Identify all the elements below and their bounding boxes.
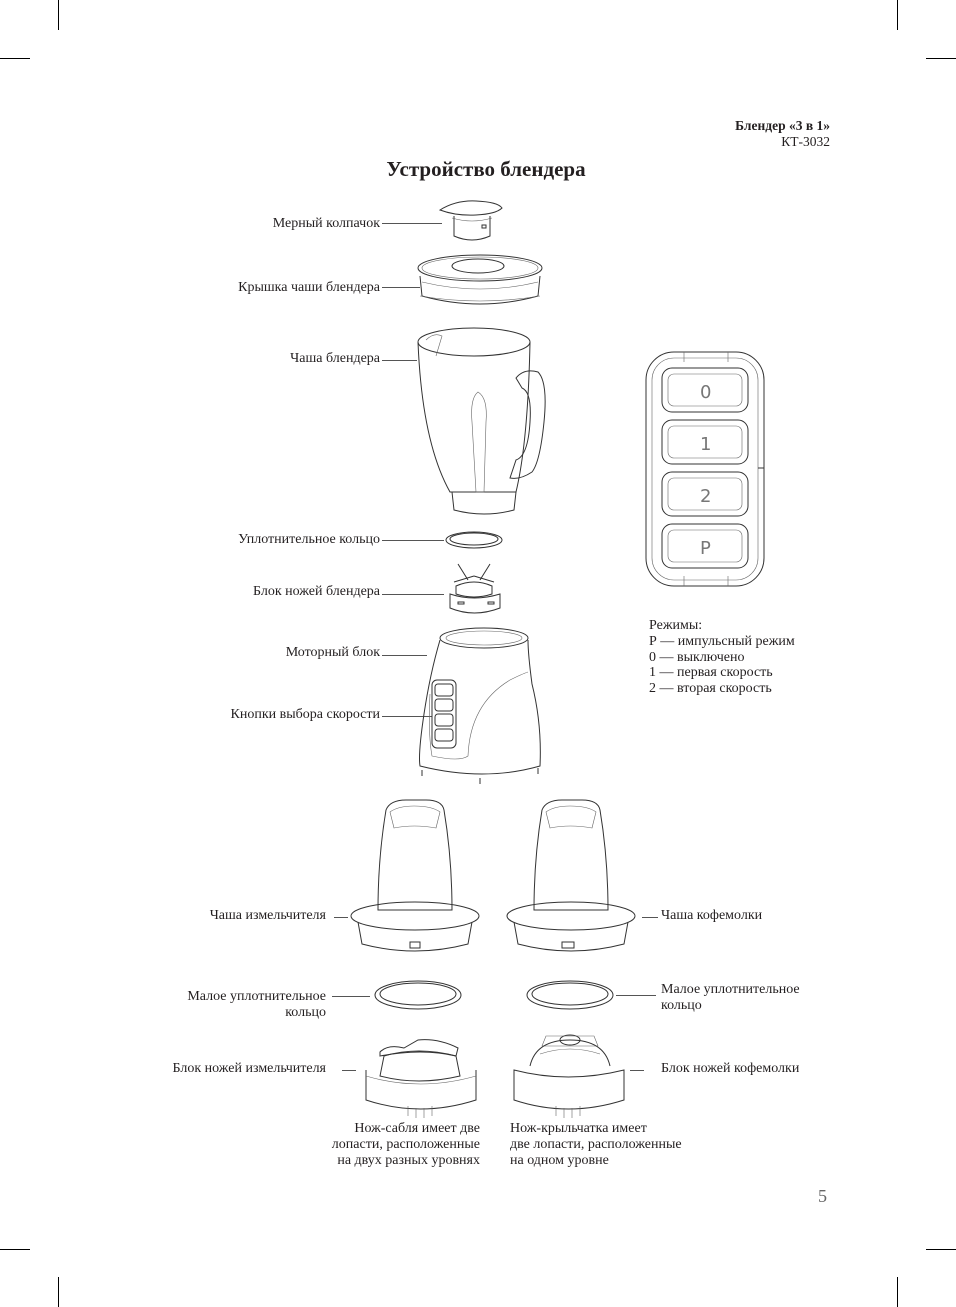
label-blade-unit: Блок ножей блендера <box>253 584 380 599</box>
blender-jar-icon <box>417 327 546 515</box>
button-0: 0 <box>661 367 749 413</box>
crop-mark-tl-h <box>0 58 30 59</box>
grinder-note: Нож-крыльчатка имеет две лопасти, распол… <box>510 1121 682 1168</box>
crop-mark-br-h <box>926 1249 956 1250</box>
label-measuring-cap: Мерный колпачок <box>272 216 380 231</box>
page-title: Устройство блендера <box>386 157 586 181</box>
crop-mark-br-v <box>897 1277 898 1307</box>
mode-item: Р — импульсный режим <box>649 633 795 649</box>
svg-text:2: 2 <box>700 486 711 507</box>
crop-mark-tr-v <box>897 0 898 30</box>
button-p: P <box>661 523 749 569</box>
mode-item: 1 — первая скорость <box>649 665 773 681</box>
control-panel-diagram: 0 1 2 P <box>645 351 765 587</box>
svg-text:0: 0 <box>700 382 711 403</box>
chopper-blade-unit-icon <box>365 1039 477 1118</box>
grinder-bowl-icon <box>506 799 636 952</box>
label-motor-base: Моторный блок <box>285 645 380 660</box>
label-grinder-ring: Малое уплотнительное кольцо <box>661 982 800 1013</box>
label-blender-jar: Чаша блендера <box>290 351 380 366</box>
grinder-blade-unit-icon <box>513 1034 625 1118</box>
modes-legend: Режимы: Р — импульсный режим 0 — выключе… <box>649 618 795 697</box>
chopper-ring-icon <box>374 980 462 1010</box>
label-grinder-blade-unit: Блок ножей кофемолки <box>661 1061 800 1076</box>
blade-unit-icon <box>449 563 501 614</box>
crop-mark-tr-h <box>926 58 956 59</box>
chopper-note: Нож-сабля имеет две лопасти, расположенн… <box>331 1121 480 1168</box>
jar-lid-icon <box>417 254 543 305</box>
model-number: КТ-3032 <box>781 134 830 149</box>
motor-base-icon <box>419 627 541 784</box>
label-chopper-bowl: Чаша измельчителя <box>209 908 326 923</box>
page-number: 5 <box>818 1186 827 1206</box>
label-grinder-bowl: Чаша кофемолки <box>661 908 763 923</box>
crop-mark-tl-v <box>58 0 59 30</box>
svg-text:1: 1 <box>700 434 711 455</box>
label-jar-lid: Крышка чаши блендера <box>238 280 380 295</box>
button-2: 2 <box>661 471 749 517</box>
sealing-ring-icon <box>445 531 503 549</box>
measuring-cap-icon <box>438 200 503 241</box>
mode-item: 0 — выключено <box>649 649 745 665</box>
product-title: Блендер «3 в 1» <box>735 118 830 133</box>
button-1: 1 <box>661 419 749 465</box>
crop-mark-bl-h <box>0 1249 30 1250</box>
label-sealing-ring: Уплотнительное кольцо <box>238 532 380 547</box>
chopper-bowl-icon <box>350 799 480 952</box>
label-chopper-blade-unit: Блок ножей измельчителя <box>172 1061 326 1076</box>
svg-text:P: P <box>700 538 711 559</box>
mode-item: 2 — вторая скорость <box>649 681 772 697</box>
label-speed-buttons: Кнопки выбора скорости <box>230 707 380 722</box>
grinder-ring-icon <box>526 980 614 1010</box>
modes-title: Режимы: <box>649 618 703 633</box>
label-chopper-ring: Малое уплотнительное кольцо <box>187 989 326 1020</box>
crop-mark-bl-v <box>58 1277 59 1307</box>
